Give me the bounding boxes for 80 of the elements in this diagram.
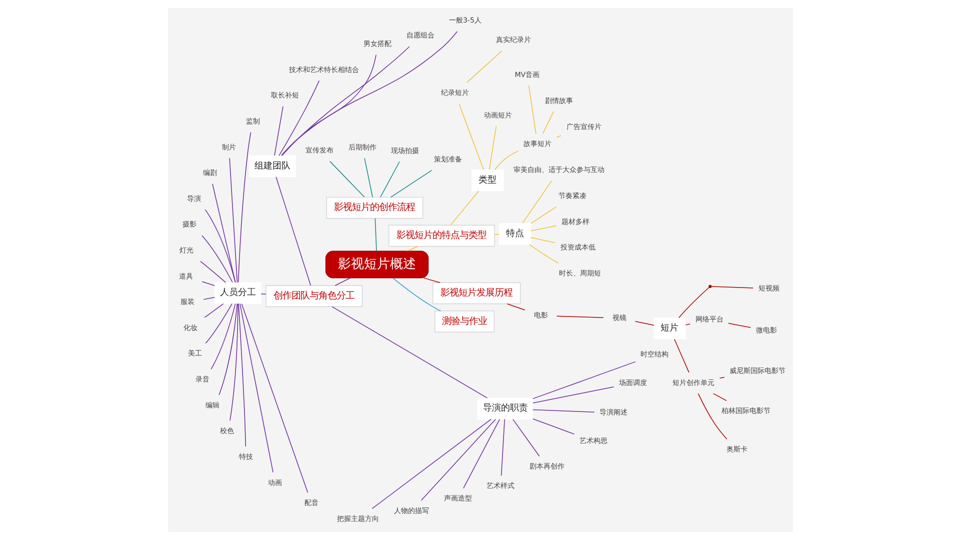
- connector: [697, 393, 727, 440]
- connector: [488, 126, 496, 170]
- node-box: 创作团队与角色分工: [265, 285, 362, 307]
- connector: [212, 183, 236, 283]
- connector: [678, 287, 709, 318]
- connector: [334, 278, 350, 286]
- connector: [542, 111, 554, 134]
- connector: [506, 303, 525, 310]
- connector: [528, 244, 558, 264]
- connector: [204, 303, 232, 344]
- connector: [532, 409, 594, 413]
- connector: [522, 180, 552, 224]
- node-box: 组建团队: [248, 155, 296, 178]
- node-box: 特点: [498, 223, 531, 245]
- node-point: [708, 284, 712, 288]
- connector: [278, 80, 320, 156]
- connector: [710, 286, 753, 288]
- connector: [201, 281, 214, 286]
- connector: [512, 418, 540, 457]
- connector: [280, 31, 458, 156]
- connector: [380, 161, 400, 198]
- connector: [532, 386, 614, 404]
- connector: [532, 361, 636, 400]
- connector: [528, 85, 536, 134]
- connector: [239, 303, 273, 473]
- node-box: 人员分工: [214, 282, 261, 304]
- node-box: 影视短片的特点与类型: [388, 224, 494, 247]
- connector: [238, 303, 246, 447]
- connector: [240, 303, 308, 493]
- connector: [390, 170, 432, 198]
- connector: [210, 303, 236, 370]
- node-box: 导演的职责: [476, 398, 533, 420]
- connector: [530, 225, 556, 232]
- connector: [237, 132, 251, 283]
- connector: [466, 50, 502, 83]
- connector: [556, 316, 604, 318]
- connector: [674, 338, 689, 373]
- connector: [281, 54, 376, 156]
- connector: [532, 418, 574, 434]
- connector: [494, 150, 518, 170]
- connector: [420, 418, 496, 501]
- connector: [500, 418, 505, 476]
- connector: [423, 278, 440, 284]
- connector: [728, 322, 751, 328]
- connector: [204, 303, 224, 318]
- connector: [530, 206, 556, 224]
- connector: [204, 209, 236, 283]
- connector: [406, 246, 418, 252]
- connector: [718, 376, 724, 378]
- node-box: 类型: [470, 170, 504, 192]
- connector: [712, 393, 726, 402]
- connector: [329, 160, 364, 198]
- node-box: 影视短片的创作流程: [326, 196, 423, 219]
- connector: [218, 303, 237, 396]
- connector: [494, 234, 499, 235]
- connector: [458, 104, 484, 170]
- connector: [556, 135, 562, 138]
- connector: [374, 218, 376, 252]
- connector: [462, 418, 500, 489]
- node-box: 短片: [653, 318, 686, 340]
- connector: [202, 296, 215, 300]
- connector: [684, 324, 690, 326]
- node-box: 测验与作业: [434, 310, 494, 332]
- node-box: 影视短片概述: [324, 250, 428, 278]
- connector: [530, 237, 556, 244]
- connector: [228, 158, 238, 283]
- connector: [200, 235, 232, 283]
- connector: [200, 260, 226, 283]
- connector: [260, 294, 266, 295]
- connector: [364, 158, 372, 198]
- connector: [275, 176, 311, 286]
- connector: [371, 418, 492, 509]
- connector: [331, 306, 488, 398]
- connector: [450, 190, 479, 226]
- connector: [392, 278, 440, 312]
- connector: [281, 46, 410, 156]
- node-box: 影视短片发展历程: [432, 282, 520, 304]
- connector: [274, 106, 283, 156]
- connector: [229, 303, 238, 421]
- connector: [634, 321, 654, 326]
